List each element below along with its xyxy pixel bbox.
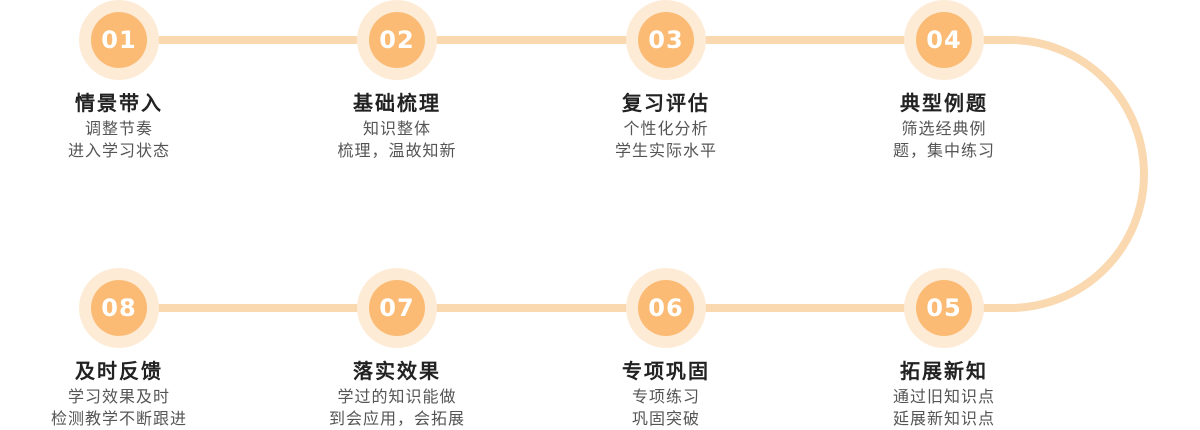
step-number-circle: 03	[626, 0, 706, 80]
step-description-line: 延展新知识点	[892, 409, 995, 428]
step-title: 复习评估	[622, 91, 710, 115]
step-number: 08	[91, 280, 147, 336]
step-description: 个性化分析 学生实际水平	[566, 118, 766, 162]
step-description-line: 筛选经典例	[901, 119, 987, 138]
step-number-circle: 02	[357, 0, 437, 80]
step-description: 学习效果及时 检测教学不断跟进	[19, 386, 219, 430]
step-title: 基础梳理	[353, 91, 441, 115]
step-description-line: 专项练习	[631, 387, 700, 406]
step-number-circle: 01	[79, 0, 159, 80]
step-number-circle: 06	[626, 268, 706, 348]
step-description-line: 学过的知识能做	[337, 387, 457, 406]
step-description-line: 学习效果及时	[67, 387, 170, 406]
step-title: 专项巩固	[622, 359, 710, 383]
step-description-line: 学生实际水平	[614, 141, 717, 160]
step-title: 及时反馈	[75, 359, 163, 383]
step-number: 01	[91, 12, 147, 68]
step-description-line: 巩固突破	[631, 409, 700, 428]
step-description: 通过旧知识点 延展新知识点	[844, 386, 1044, 430]
step-title: 落实效果	[353, 359, 441, 383]
step-number: 05	[916, 280, 972, 336]
step-number-circle: 04	[904, 0, 984, 80]
step-number: 04	[916, 12, 972, 68]
step-description: 学过的知识能做 到会应用，会拓展	[297, 386, 497, 430]
step-description-line: 个性化分析	[623, 119, 709, 138]
step-description-line: 梳理，温故知新	[337, 141, 457, 160]
step-title: 典型例题	[900, 91, 988, 115]
step-description-line: 进入学习状态	[67, 141, 170, 160]
step-number-circle: 05	[904, 268, 984, 348]
step-number-circle: 08	[79, 268, 159, 348]
step-description: 调整节奏 进入学习状态	[19, 118, 219, 162]
step-description-line: 通过旧知识点	[892, 387, 995, 406]
step-description-line: 题，集中练习	[892, 141, 995, 160]
step-description: 知识整体 梳理，温故知新	[297, 118, 497, 162]
step-description: 专项练习 巩固突破	[566, 386, 766, 430]
step-number: 06	[638, 280, 694, 336]
step-description: 筛选经典例 题，集中练习	[844, 118, 1044, 162]
step-description-line: 到会应用，会拓展	[328, 409, 465, 428]
step-description-line: 调整节奏	[84, 119, 153, 138]
step-title: 情景带入	[75, 91, 163, 115]
step-number: 03	[638, 12, 694, 68]
track-curve	[944, 36, 1148, 312]
step-number: 07	[369, 280, 425, 336]
step-title: 拓展新知	[900, 359, 988, 383]
step-description-line: 知识整体	[362, 119, 431, 138]
step-number-circle: 07	[357, 268, 437, 348]
step-description-line: 检测教学不断跟进	[50, 409, 187, 428]
step-number: 02	[369, 12, 425, 68]
